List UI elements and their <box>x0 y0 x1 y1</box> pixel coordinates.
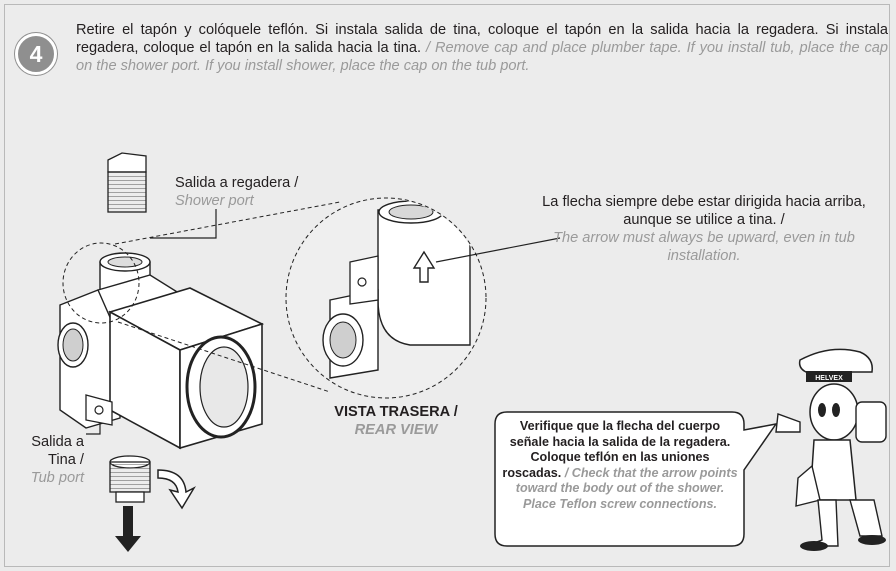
instruction-english: / Remove cap and place plumber tape. If … <box>76 40 888 74</box>
top-cap-plug <box>107 152 147 213</box>
tub-port-english: Tub port <box>30 470 84 486</box>
mascot-cap-text: HELVEX <box>815 375 843 382</box>
arrow-note-spanish: La flecha siempre debe estar dirigida ha… <box>542 194 866 228</box>
shower-port-spanish: Salida a regadera / <box>175 175 299 191</box>
speech-bubble <box>494 411 778 547</box>
down-arrow-icon <box>115 506 141 552</box>
arrow-direction-note: La flecha siempre debe estar dirigida ha… <box>520 193 888 265</box>
arrow-note-english: The arrow must always be upward, even in… <box>553 230 855 264</box>
speech-bubble-text: Verifique que la flecha del cuerpo señal… <box>502 419 738 513</box>
leader-lines <box>86 209 561 435</box>
step-number-badge: 4 <box>15 33 57 75</box>
tub-port-label: Salida a Tina / Tub port <box>24 433 84 487</box>
bubble-spanish: Verifique que la flecha del cuerpo señal… <box>502 419 731 480</box>
rear-view-spanish: VISTA TRASERA / <box>334 404 458 420</box>
instruction-spanish: Retire el tapón y colóquele teflón. Si i… <box>76 22 888 56</box>
shower-port-english: Shower port <box>175 193 254 209</box>
rear-view-label: VISTA TRASERA / REAR VIEW <box>306 403 486 439</box>
valve-body <box>57 252 265 450</box>
bottom-cap-plug <box>109 455 196 552</box>
step-instruction: Retire el tapón y colóquele teflón. Si i… <box>76 21 888 75</box>
direction-arrow-icon <box>412 250 436 283</box>
rear-view-detail <box>287 199 485 397</box>
rear-view-english: REAR VIEW <box>354 422 438 438</box>
tub-port-spanish: Salida a Tina / <box>31 434 84 468</box>
shower-port-label: Salida a regadera / Shower port <box>175 174 298 210</box>
magnifier-dashes <box>62 197 487 399</box>
rotate-arrow-icon <box>157 469 196 510</box>
mascot-character: HELVEX <box>775 348 887 551</box>
bubble-english: / Check that the arrow points toward the… <box>515 465 738 511</box>
